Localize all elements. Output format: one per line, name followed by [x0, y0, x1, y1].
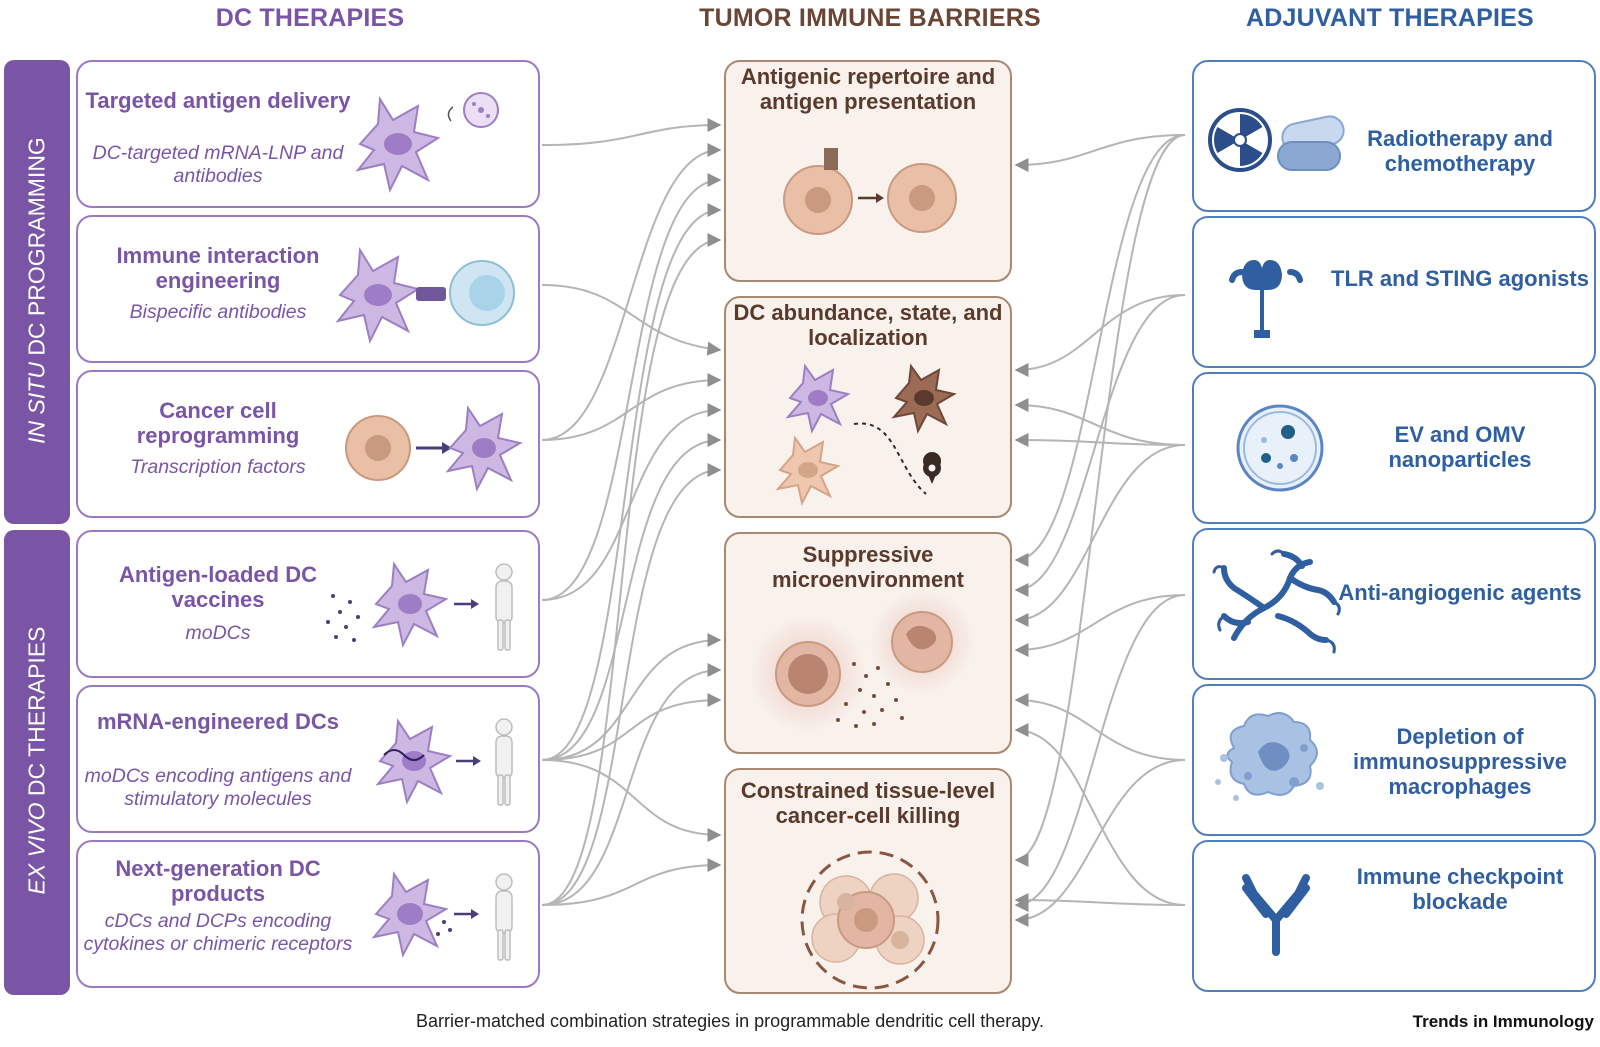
- arrow-r1-b3: [1014, 134, 1186, 567]
- dc-therapy-subtitle: moDCs: [185, 622, 251, 644]
- journal-brand: Trends in Immunology: [1412, 1012, 1594, 1031]
- arrow-l3-b1: [541, 143, 722, 441]
- tumor-barriers-header: TUMOR IMMUNE BARRIERS: [699, 4, 1041, 32]
- in-situ-sidebar: IN SITU DC PROGRAMMING: [4, 60, 70, 524]
- adjuvant-title: Anti-angiogenic agents: [1338, 580, 1582, 605]
- adjuvant-radio-chemo: Radiotherapy and chemotherapy: [1192, 60, 1596, 212]
- adjuvant-checkpoint-blockade: Immune checkpoint blockade: [1192, 840, 1596, 992]
- arrow-r1-b1: [1014, 134, 1186, 172]
- receptor-icon: [1229, 260, 1303, 338]
- arrow-r3-b2b: [1014, 433, 1186, 448]
- barrier-title: Antigenic repertoire and antigen present…: [740, 64, 996, 114]
- arrow-l5-b3: [541, 633, 722, 761]
- dc-therapy-subtitle: cDCs and DCPs encoding cytokines or chim…: [83, 910, 353, 955]
- arrow-l5-b2: [541, 433, 722, 761]
- barrier-title: Constrained tissue-level cancer-cell kil…: [740, 778, 996, 828]
- adjuvant-title: Immune checkpoint blockade: [1356, 864, 1564, 914]
- tumor-cluster-icon: [800, 850, 940, 990]
- barrier-constrained-killing: Constrained tissue-level cancer-cell kil…: [724, 768, 1012, 994]
- macrophage-icon: [1215, 712, 1324, 801]
- reprogramming-icon: [345, 405, 523, 492]
- barrier-title: DC abundance, state, and localization: [733, 300, 1003, 350]
- dc-therapy-subtitle: Transcription factors: [130, 456, 306, 478]
- dc-therapy-cancer-cell-reprogramming: Cancer cell reprogramming Transcription …: [76, 370, 540, 518]
- dc-therapy-subtitle: DC-targeted mRNA-LNP and antibodies: [92, 142, 344, 187]
- suppressive-tme-icon: [750, 590, 974, 732]
- antibody-icon: [1242, 874, 1310, 956]
- arrow-l6-b2: [541, 463, 722, 906]
- arrow-l5-b1: [541, 203, 722, 761]
- arrow-l1-b1: [541, 118, 722, 146]
- barrier-suppressive-microenvironment: Suppressive microenvironment: [724, 532, 1012, 754]
- dc-therapy-title: Immune interaction engineering: [116, 243, 320, 293]
- dc-therapy-antigen-loaded-vaccines: Antigen-loaded DC vaccines moDCs: [76, 530, 540, 678]
- arrow-l3-b2: [541, 373, 722, 441]
- dc-therapy-title: Antigen-loaded DC vaccines: [119, 562, 317, 612]
- arrow-l6-b3: [541, 663, 722, 906]
- dc-therapies-header: DC THERAPIES: [215, 4, 405, 32]
- adjuvant-title: EV and OMV nanoparticles: [1388, 422, 1532, 472]
- figure-caption: Barrier-matched combination strategies i…: [416, 1011, 1044, 1031]
- adjuvant-title: Radiotherapy and chemotherapy: [1367, 126, 1553, 176]
- radiation-pill-icon: [1208, 108, 1345, 172]
- arrow-r5-b4: [1014, 759, 1186, 927]
- mrna-dc-icon: [375, 718, 513, 806]
- dc-vaccine-icon: [326, 561, 513, 651]
- arrow-l6-b4: [541, 858, 722, 906]
- blood-vessel-icon: [1212, 549, 1341, 654]
- arrow-r1-b4: [1014, 134, 1186, 867]
- arrow-r2-b2: [1014, 294, 1186, 377]
- adjuvant-therapies-header: ADJUVANT THERAPIES: [1246, 4, 1534, 32]
- dc-therapy-subtitle: Bispecific antibodies: [129, 301, 307, 323]
- arrow-r3-b3: [1014, 444, 1186, 627]
- adjuvant-macrophage-depletion: Depletion of immunosuppressive macrophag…: [1192, 684, 1596, 836]
- barrier-dc-abundance: DC abundance, state, and localization: [724, 296, 1012, 518]
- dc-therapy-mrna-engineered-dcs: mRNA-engineered DCs moDCs encoding antig…: [76, 685, 540, 833]
- arrow-r4-b4: [1014, 594, 1186, 912]
- dc-therapy-next-generation-products: Next-generation DC products cDCs and DCP…: [76, 840, 540, 988]
- next-gen-dc-icon: [371, 871, 513, 961]
- arrow-l5-b3b: [541, 693, 722, 761]
- dc-therapy-targeted-antigen-delivery: Targeted antigen delivery DC-targeted mR…: [76, 60, 540, 208]
- ex-vivo-sidebar: EX VIVO DC THERAPIES: [4, 530, 70, 995]
- dc-therapy-title: mRNA-engineered DCs: [96, 709, 340, 734]
- arrow-l4-b1: [541, 173, 722, 601]
- arrow-r4-b3: [1014, 594, 1186, 657]
- arrow-r5-b3: [1014, 693, 1186, 761]
- arrow-l6-b1: [541, 233, 722, 906]
- arrow-r6-b4: [1014, 893, 1186, 908]
- dc-therapy-title: Next-generation DC products: [115, 856, 321, 906]
- arrow-r3-b2: [1014, 398, 1186, 446]
- arrow-r6-b3: [1014, 723, 1186, 906]
- vesicle-icon: [1236, 404, 1324, 492]
- adjuvant-tlr-sting: TLR and STING agonists: [1192, 216, 1596, 368]
- dc-therapy-immune-interaction-engineering: Immune interaction engineering Bispecifi…: [76, 215, 540, 363]
- dc-therapy-title: Cancer cell reprogramming: [136, 398, 300, 448]
- dc-therapy-subtitle: moDCs encoding antigens and stimulatory …: [84, 765, 352, 810]
- dc-localization-icon: [775, 363, 957, 506]
- adjuvant-title: TLR and STING agonists: [1331, 266, 1589, 291]
- barrier-antigen-presentation: Antigenic repertoire and antigen present…: [724, 60, 1012, 282]
- dc-bispecific-icon: [335, 246, 515, 344]
- barrier-title: Suppressive microenvironment: [772, 542, 964, 592]
- dc-therapy-title: Targeted antigen delivery: [85, 88, 351, 113]
- antigen-presentation-icon: [783, 148, 957, 235]
- arrow-l5-b4: [541, 759, 722, 842]
- arrow-l2-b2: [541, 284, 722, 356]
- dc-lnp-icon: [355, 92, 499, 193]
- adjuvant-title: Depletion of immunosuppressive macrophag…: [1353, 724, 1567, 799]
- adjuvant-anti-angiogenic: Anti-angiogenic agents: [1192, 528, 1596, 680]
- adjuvant-ev-omv: EV and OMV nanoparticles: [1192, 372, 1596, 524]
